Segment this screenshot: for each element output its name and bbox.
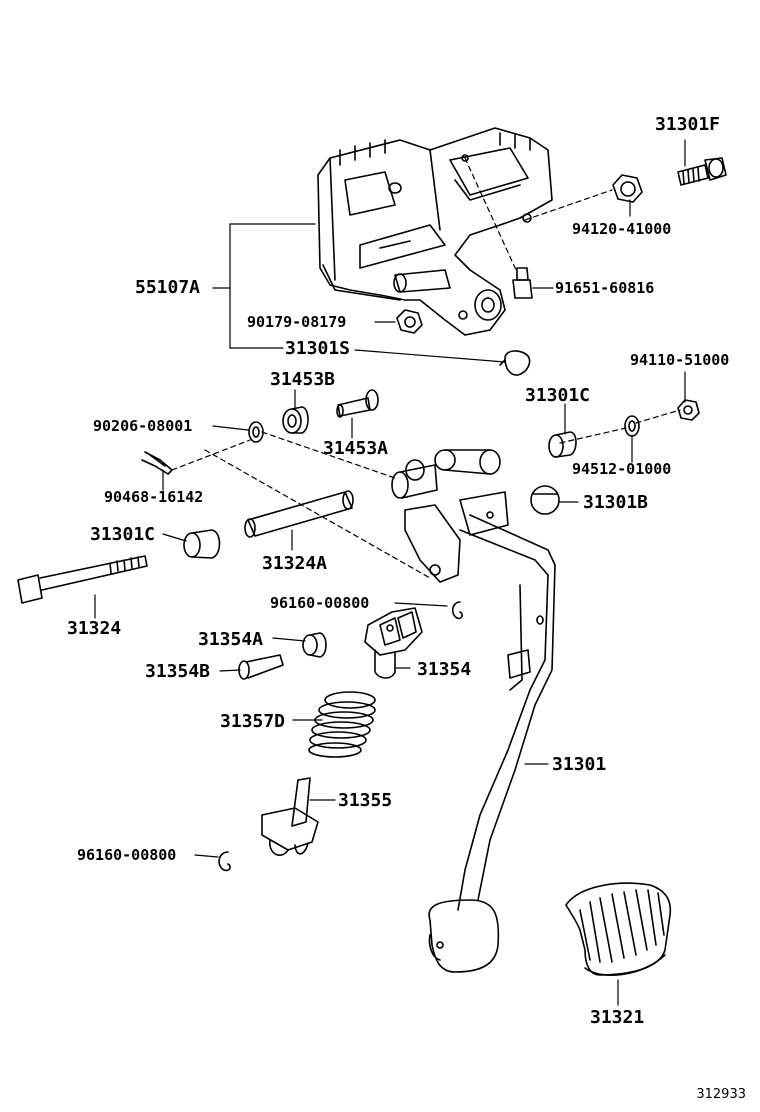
nut-94120-drawing (612, 174, 643, 203)
label-31324[interactable]: 31324 (67, 618, 122, 639)
washer-90206-drawing (248, 421, 264, 443)
label-31357d[interactable]: 31357D (220, 711, 286, 732)
stopper-31301s-drawing (499, 350, 531, 376)
pin-31453a-drawing (336, 389, 379, 418)
clip-90468-drawing (141, 451, 173, 475)
label-90468-16142[interactable]: 90468-16142 (104, 488, 204, 506)
pedal-arm-31301-drawing (391, 449, 556, 973)
label-31453a[interactable]: 31453A (323, 438, 389, 459)
spring-31357d-drawing (308, 691, 376, 758)
label-90206-08001[interactable]: 90206-08001 (93, 417, 193, 435)
label-31453b[interactable]: 31453B (270, 369, 336, 390)
clip-96160-bottom-drawing (218, 851, 231, 872)
label-31354b[interactable]: 31354B (145, 661, 211, 682)
label-94120-41000[interactable]: 94120-41000 (572, 220, 672, 238)
label-31301c-top[interactable]: 31301C (525, 385, 591, 406)
collar-31354a-drawing (302, 632, 327, 658)
nut-90179-drawing (396, 309, 423, 334)
pin-31354b-drawing (238, 654, 284, 680)
label-31321[interactable]: 31321 (590, 1007, 645, 1028)
label-94512-01000[interactable]: 94512-01000 (572, 460, 672, 478)
pedal-bracket-drawing (317, 127, 553, 336)
stopper-31301b-drawing (530, 485, 560, 515)
sleeve-31324a-drawing (244, 490, 354, 538)
label-91651-60816[interactable]: 91651-60816 (555, 279, 655, 297)
bushing-31301c-top-drawing (548, 431, 577, 458)
label-31324a[interactable]: 31324A (262, 553, 328, 574)
label-96160-00800-bottom[interactable]: 96160-00800 (77, 846, 177, 864)
bolt-31301f-drawing (677, 157, 727, 186)
label-31301[interactable]: 31301 (552, 754, 607, 775)
label-31354[interactable]: 31354 (417, 659, 472, 680)
label-31301b[interactable]: 31301B (583, 492, 649, 513)
washer-94512-drawing (624, 415, 640, 437)
label-31354a[interactable]: 31354A (198, 629, 264, 650)
clevis-31354-drawing (364, 607, 423, 679)
pedal-pad-31321-drawing (565, 882, 672, 977)
label-55107a[interactable]: 55107A (135, 277, 201, 298)
bolt-91651-drawing (512, 267, 533, 299)
label-31301s[interactable]: 31301S (285, 338, 351, 359)
label-31301f[interactable]: 31301F (655, 114, 721, 135)
label-90179-08179[interactable]: 90179-08179 (247, 313, 347, 331)
bushing-31301c-left-drawing (183, 529, 221, 559)
diagram-id: 312933 (696, 1087, 746, 1102)
label-96160-00800-top[interactable]: 96160-00800 (270, 594, 370, 612)
leader-lines (94, 139, 686, 1006)
holder-31355-drawing (261, 777, 319, 856)
clip-96160-top-drawing (451, 601, 463, 620)
label-31301c-left[interactable]: 31301C (90, 524, 156, 545)
dashed-assembly-lines (171, 157, 681, 579)
bolt-31324-drawing (17, 555, 148, 604)
nut-94110-drawing (677, 399, 700, 421)
label-31355[interactable]: 31355 (338, 790, 393, 811)
label-94110-51000[interactable]: 94110-51000 (630, 351, 730, 369)
collar-31453b-drawing (282, 406, 309, 434)
